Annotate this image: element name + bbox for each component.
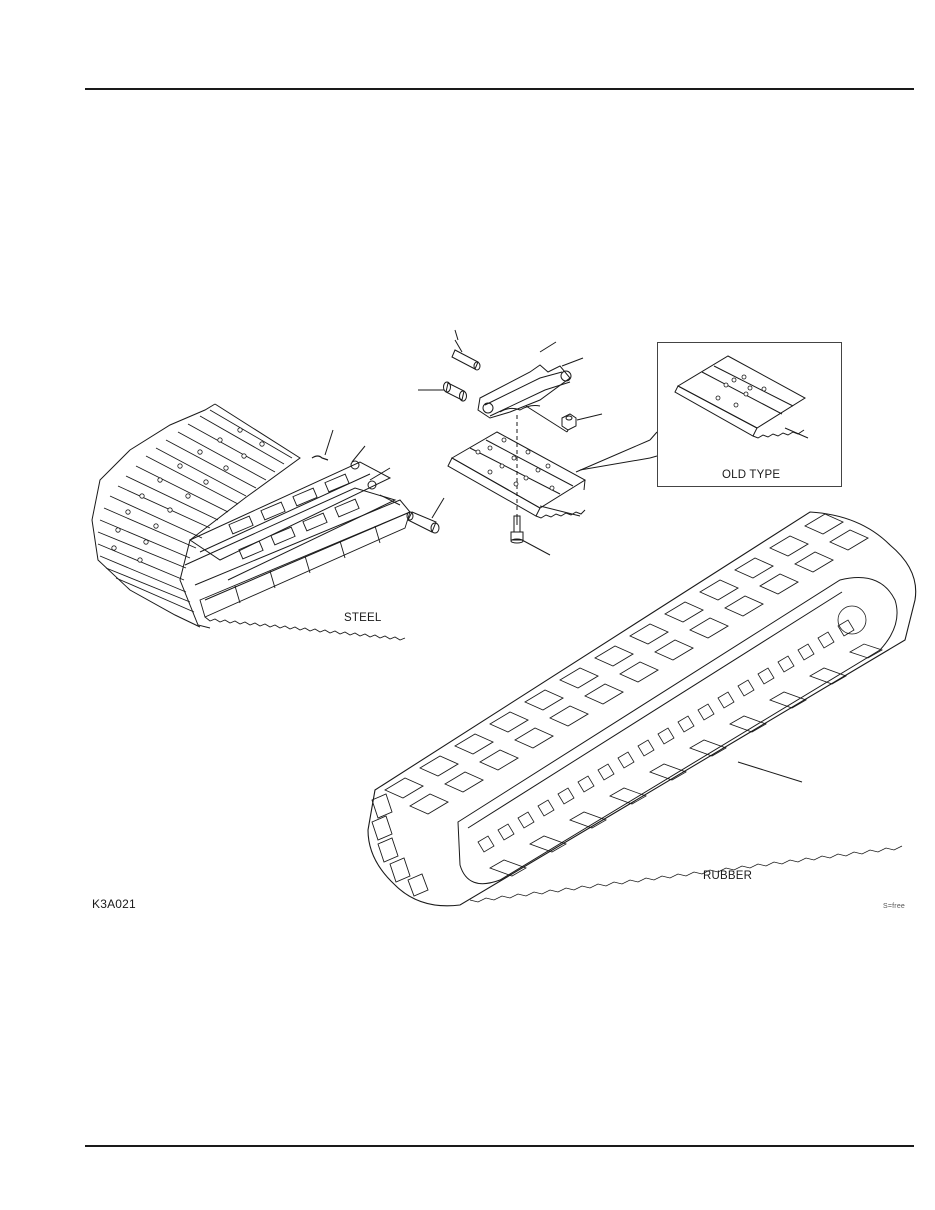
old-type-shoe: [674, 355, 809, 439]
pin-clip: [311, 455, 329, 461]
steel-track-assembly: [91, 403, 411, 641]
old-type-label: OLD TYPE: [722, 469, 781, 481]
track-link-assembly: [477, 341, 584, 433]
rubber-track: [367, 511, 917, 907]
footer-rule: [85, 1145, 914, 1147]
track-bushing: [418, 381, 467, 402]
figure-code: K3A021: [92, 897, 136, 911]
track-bolt: [510, 514, 551, 556]
rubber-label: RUBBER: [703, 870, 753, 882]
steel-label: STEEL: [344, 612, 382, 624]
header-rule: [85, 88, 914, 90]
track-nut: [561, 413, 603, 431]
track-pin-upper: [451, 329, 481, 371]
track-shoe: [447, 431, 651, 519]
master-pin: [379, 494, 445, 534]
old-type-inset-frame: [657, 342, 842, 487]
watermark: S=free: [883, 903, 906, 910]
